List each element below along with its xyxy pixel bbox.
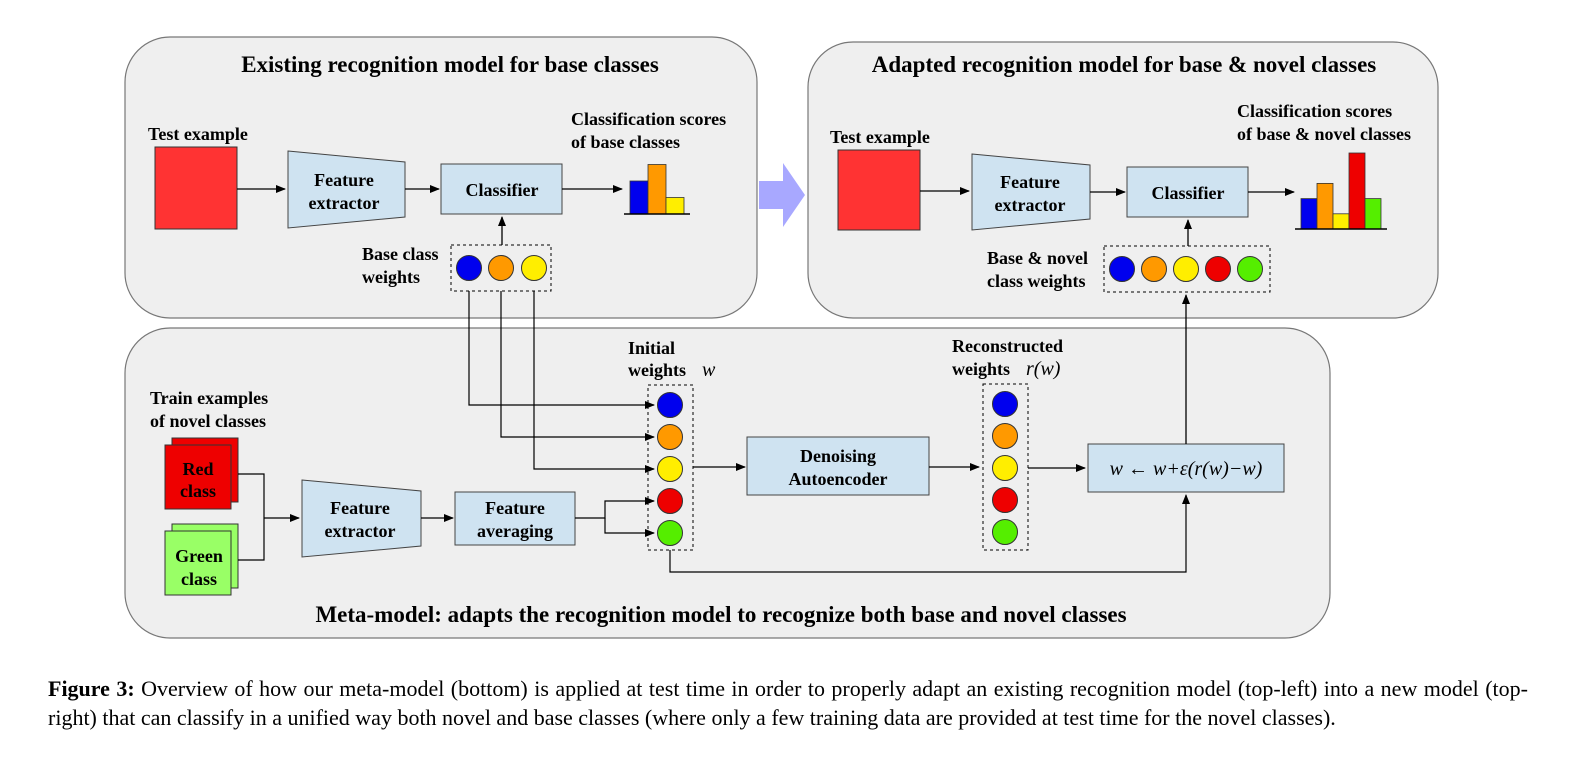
caption-label: Figure 3: xyxy=(48,676,135,701)
reconstructed-label-line1: Reconstructed xyxy=(952,336,1063,356)
adapted-classifier-box xyxy=(1126,166,1249,218)
existing-classifier-label: Classifier xyxy=(466,180,539,200)
red-class-card xyxy=(164,444,232,510)
reconstructed-weight-red xyxy=(992,487,1018,513)
adapted-score-bar-4 xyxy=(1348,152,1366,230)
existing-test-example-label: Test example xyxy=(148,124,248,144)
reconstructed-weights-group xyxy=(982,383,1029,551)
adapted-model-panel xyxy=(807,41,1439,319)
adapted-weight-yellow xyxy=(1173,256,1199,282)
existing-score-bar-2 xyxy=(647,164,667,215)
adapted-classifier-label: Classifier xyxy=(1152,183,1225,203)
existing-feature-extractor xyxy=(287,150,406,229)
reconstructed-weight-green xyxy=(992,519,1018,545)
green-class-card xyxy=(164,530,232,596)
existing-weights-label-line1: Base class xyxy=(362,244,439,264)
adapted-weights-label-line2: class weights xyxy=(987,271,1086,291)
existing-panel-title: Existing recognition model for base clas… xyxy=(241,52,659,77)
train-examples-label-line2: of novel classes xyxy=(150,411,266,431)
initial-weight-green xyxy=(657,520,683,546)
adapted-panel-title: Adapted recognition model for base & nov… xyxy=(872,52,1377,77)
existing-weight-orange xyxy=(488,255,514,281)
transition-arrow xyxy=(759,163,805,227)
initial-weight-red xyxy=(657,488,683,514)
adapted-weights-label-line1: Base & novel xyxy=(987,248,1088,268)
adapted-feature-extractor-line1: Feature xyxy=(1000,172,1060,192)
denoising-autoencoder-box xyxy=(746,436,930,496)
existing-weight-yellow xyxy=(521,255,547,281)
reconstructed-weight-orange xyxy=(992,423,1018,449)
adapted-weight-orange xyxy=(1141,256,1167,282)
caption-text: Overview of how our meta-model (bottom) … xyxy=(48,676,1528,730)
adapted-scores-label-line2: of base & novel classes xyxy=(1237,124,1411,144)
adapted-score-bar-2 xyxy=(1316,182,1334,230)
train-examples-label-line1: Train examples xyxy=(150,388,268,408)
adapted-score-bars xyxy=(1295,152,1387,230)
adapted-feature-extractor-line2: extractor xyxy=(995,195,1066,215)
initial-weights-label-line1: Initial xyxy=(628,338,675,358)
existing-score-bars xyxy=(624,164,690,215)
existing-score-bar-3 xyxy=(665,197,685,215)
denoising-line1: Denoising xyxy=(800,446,876,466)
reconstructed-label-line2: weights xyxy=(952,359,1010,379)
denoising-line2: Autoencoder xyxy=(789,469,888,489)
adapted-feature-extractor xyxy=(971,153,1091,231)
existing-scores-label-line1: Classification scores xyxy=(571,109,726,129)
adapted-score-bar-1 xyxy=(1300,198,1318,230)
meta-feature-extractor-line1: Feature xyxy=(330,498,390,518)
adapted-test-example-square xyxy=(837,149,921,231)
meta-feature-extractor-line2: extractor xyxy=(325,521,396,541)
adapted-weight-green xyxy=(1237,256,1263,282)
existing-classifier-box xyxy=(440,163,563,215)
update-formula: w ← w+ε(r(w)−w) xyxy=(1110,458,1263,480)
existing-score-bar-1 xyxy=(629,180,649,215)
green-class-label-line1: Green xyxy=(175,546,223,566)
adapted-score-bar-5 xyxy=(1364,198,1382,230)
adapted-weight-blue xyxy=(1109,256,1135,282)
initial-weights-label-line2: weights xyxy=(628,360,686,380)
existing-feature-extractor-line1: Feature xyxy=(314,170,374,190)
meta-model-panel xyxy=(124,327,1331,639)
adapted-test-example-label: Test example xyxy=(830,127,930,147)
adapted-weight-red xyxy=(1205,256,1231,282)
figure-caption: Figure 3: Overview of how our meta-model… xyxy=(48,674,1528,732)
initial-weight-blue xyxy=(657,392,683,418)
existing-feature-extractor-line2: extractor xyxy=(309,193,380,213)
meta-panel-title: Meta-model: adapts the recognition model… xyxy=(315,602,1126,627)
meta-model-diagram: Existing recognition model for base clas… xyxy=(124,36,1439,639)
red-class-label-line2: class xyxy=(180,481,216,501)
initial-weight-orange xyxy=(657,424,683,450)
existing-weights-label-line2: weights xyxy=(362,267,420,287)
adapted-weights-group xyxy=(1103,245,1271,293)
existing-weights-group xyxy=(450,244,552,292)
feature-averaging-box xyxy=(454,491,576,546)
meta-feature-extractor xyxy=(301,479,422,558)
feature-averaging-line1: Feature xyxy=(485,498,545,518)
adapted-score-bar-3 xyxy=(1332,213,1350,230)
initial-weights-symbol: w xyxy=(702,359,716,381)
red-class-label-line1: Red xyxy=(183,459,214,479)
feature-averaging-line2: averaging xyxy=(477,521,553,541)
green-class-label-line2: class xyxy=(181,569,217,589)
existing-weight-blue xyxy=(456,255,482,281)
reconstructed-weight-blue xyxy=(992,391,1018,417)
initial-weight-yellow xyxy=(657,456,683,482)
reconstructed-weight-yellow xyxy=(992,455,1018,481)
existing-test-example-square xyxy=(154,146,238,230)
existing-scores-label-line2: of base classes xyxy=(571,132,680,152)
adapted-scores-label-line1: Classification scores xyxy=(1237,101,1392,121)
reconstructed-symbol: r(w) xyxy=(1026,358,1061,380)
